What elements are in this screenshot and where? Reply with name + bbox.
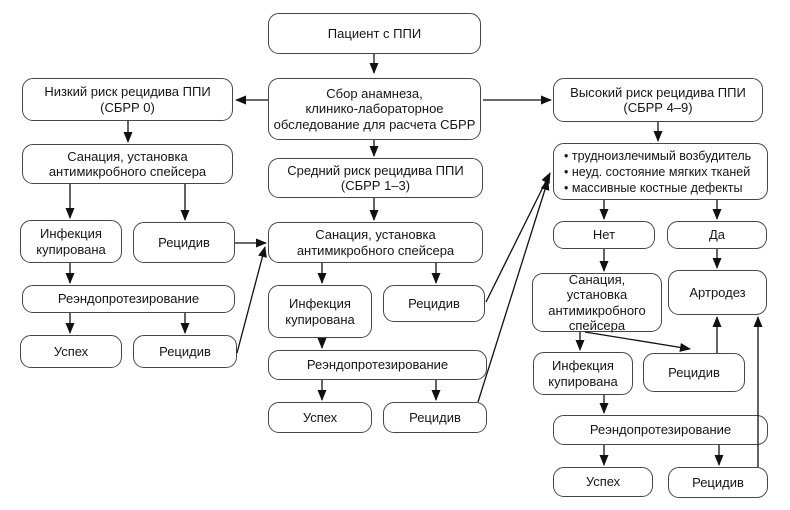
node-right-relapse-1: Рецидив xyxy=(643,353,745,392)
node-arthrodesis: Артродез xyxy=(668,270,767,315)
criteria-item-3: • массивные костные дефекты xyxy=(564,180,743,195)
node-left-success: Успех xyxy=(20,335,122,368)
node-left-relapse-2: Рецидив xyxy=(133,335,237,368)
node-criteria-list: • трудноизлечимый возбудитель • неуд. со… xyxy=(553,143,768,200)
node-left-reendo: Реэндопротезирование xyxy=(22,285,235,313)
node-mid-success: Успех xyxy=(268,402,372,433)
node-right-reendo: Реэндопротезирование xyxy=(553,415,768,445)
node-mid-reendo: Реэндопротезирование xyxy=(268,350,487,380)
node-mid-risk: Средний риск рецидива ППИ (СБРР 1–3) xyxy=(268,158,483,198)
node-right-infection: Инфекция купирована xyxy=(533,352,633,395)
node-mid-infection: Инфекция купирована xyxy=(268,285,372,338)
node-mid-relapse-1: Рецидив xyxy=(383,285,485,322)
node-left-relapse-1: Рецидив xyxy=(133,222,235,263)
node-right-sanation: Санация, установка антимикробного спейсе… xyxy=(532,272,662,333)
arrow-left-relapse2-to-mid-sanation xyxy=(236,246,267,354)
node-right-relapse-2: Рецидив xyxy=(668,467,768,498)
arrow-right-sanation-to-right-relapse1 xyxy=(584,331,691,352)
node-high-risk: Высокий риск рецидива ППИ (СБРР 4–9) xyxy=(553,78,763,122)
criteria-item-2: • неуд. состояние мягких тканей xyxy=(564,164,751,179)
node-mid-relapse-2: Рецидив xyxy=(383,402,487,433)
node-left-infection: Инфекция купирована xyxy=(20,220,122,263)
node-right-success: Успех xyxy=(553,467,653,497)
node-yes: Да xyxy=(667,221,767,249)
node-patient: Пациент с ППИ xyxy=(268,13,481,54)
node-mid-sanation: Санация, установка антимикробного спейсе… xyxy=(268,222,483,263)
node-low-risk: Низкий риск рецидива ППИ (СБРР 0) xyxy=(22,78,233,121)
node-no: Нет xyxy=(553,221,655,249)
criteria-item-1: • трудноизлечимый возбудитель xyxy=(564,148,752,163)
node-left-sanation: Санация, установка антимикробного спейсе… xyxy=(22,144,233,184)
node-anamnesis: Сбор анамнеза, клинико-лабораторное обсл… xyxy=(268,78,481,140)
